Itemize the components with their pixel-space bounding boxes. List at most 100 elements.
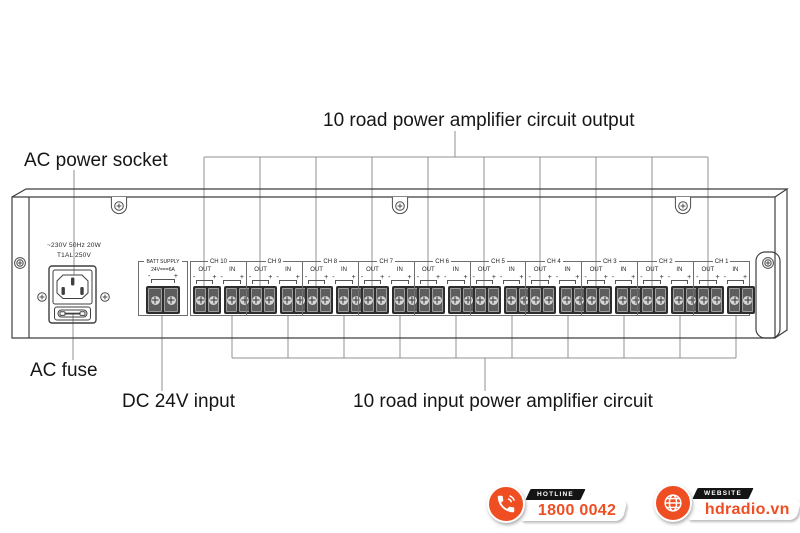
screw-icon [110,196,128,215]
in-terminal-block [335,286,364,314]
terminal [599,288,611,312]
minus-mark: - [193,274,196,281]
out-terminal-block [304,286,333,314]
globe-icon [664,494,682,512]
in-label: IN [285,267,292,273]
terminal-screw-icon [307,295,317,305]
out-label: OUT [645,267,659,273]
in-terminal-block [391,286,420,314]
terminal [263,288,275,312]
hotline-label: HOTLINE [537,491,574,498]
plus-mark: + [491,274,496,281]
out-label: OUT [198,267,212,273]
out-terminal-block [193,286,221,314]
terminal-screw-icon [643,295,653,305]
in-polarity-marks: - + [612,274,635,284]
terminal-screw-icon [376,295,386,305]
terminal-screw-icon [363,295,373,305]
label-input-circuit: 10 road input power amplifier circuit [353,391,653,412]
terminal-screw-icon [419,295,429,305]
terminal [195,288,206,312]
pair-bracket [699,280,717,284]
screw-icon [391,196,409,215]
terminal [281,288,293,312]
plus-mark: + [351,274,356,281]
channel-title: CH 3 [600,259,619,265]
terminal-screw-icon [656,295,666,305]
terminal [208,288,219,312]
plus-mark: + [268,274,273,281]
out-polarity-marks: - + [417,274,440,284]
terminal-screw-icon [351,295,361,305]
in-terminal-block [224,286,252,314]
in-terminal-block [559,286,588,314]
in-terminal-block [503,286,532,314]
pair-bracket [307,280,326,284]
in-label: IN [508,267,515,273]
terminal [148,288,162,312]
pair-bracket [670,280,689,284]
terminal-screw-icon [407,295,417,305]
terminal [505,288,517,312]
terminal-screw-icon [575,295,585,305]
screw-icon [762,257,774,269]
out-polarity-marks: - + [249,274,273,284]
terminal [375,288,387,312]
terminal-screw-icon [531,295,541,305]
out-polarity-marks: - + [696,274,720,284]
in-polarity-marks: - + [723,274,747,284]
out-terminal-block [696,286,725,314]
terminal-screw-icon [687,295,697,305]
minus-mark: - [584,274,587,281]
out-label: OUT [477,267,491,273]
terminal-screw-icon [150,295,160,305]
pair-bracket [475,280,493,284]
minus-mark: - [332,274,335,281]
terminal [431,288,443,312]
terminal-screw-icon [743,295,753,305]
out-polarity-marks: - + [473,274,496,284]
terminal-screw-icon [618,295,628,305]
channel-title: CH 4 [545,259,563,265]
channel-block: CH 8 OUT IN - + - + [301,259,364,316]
minus-mark: - [723,274,726,281]
website-label-tab: WEBSITE [692,488,754,499]
out-label: OUT [366,267,379,273]
terminal [306,288,318,312]
channel-title: CH 2 [656,259,675,265]
mains-rating-line2: T1AL 250V [56,252,92,259]
terminal-screw-icon [600,295,610,305]
pair-bracket [614,280,633,284]
label-ac-fuse: AC fuse [30,360,98,381]
terminal-screw-icon [506,295,516,305]
in-label: IN [229,267,236,273]
pair-bracket [419,280,438,284]
plus-mark: + [547,274,552,281]
pair-bracket [447,280,465,284]
hotline-number: 1800 0042 [538,501,617,519]
plus-mark: + [173,273,178,280]
hotline-circle [487,485,525,523]
channel-block: CH 10 OUT IN - + - + [190,259,252,316]
plus-mark: + [295,274,300,281]
minus-mark: - [696,274,699,281]
terminal-screw-icon [394,295,404,305]
channel-title: CH 5 [489,259,507,265]
out-polarity-marks: - + [584,274,608,284]
minus-mark: - [640,274,643,281]
pair-bracket [587,280,605,284]
pair-bracket [502,280,521,284]
label-dc-24v-input: DC 24V input [122,391,236,412]
terminal [698,288,710,312]
out-terminal-block [528,286,557,314]
pair-bracket [363,280,382,284]
terminal [543,288,555,312]
in-polarity-marks: - + [500,274,523,284]
in-label: IN [732,267,739,273]
phone-icon [497,495,515,513]
channel-block: CH 9 OUT IN - + - + [245,259,308,316]
pair-bracket [151,279,175,283]
screw-icon [14,257,26,269]
terminal-screw-icon [166,295,176,305]
